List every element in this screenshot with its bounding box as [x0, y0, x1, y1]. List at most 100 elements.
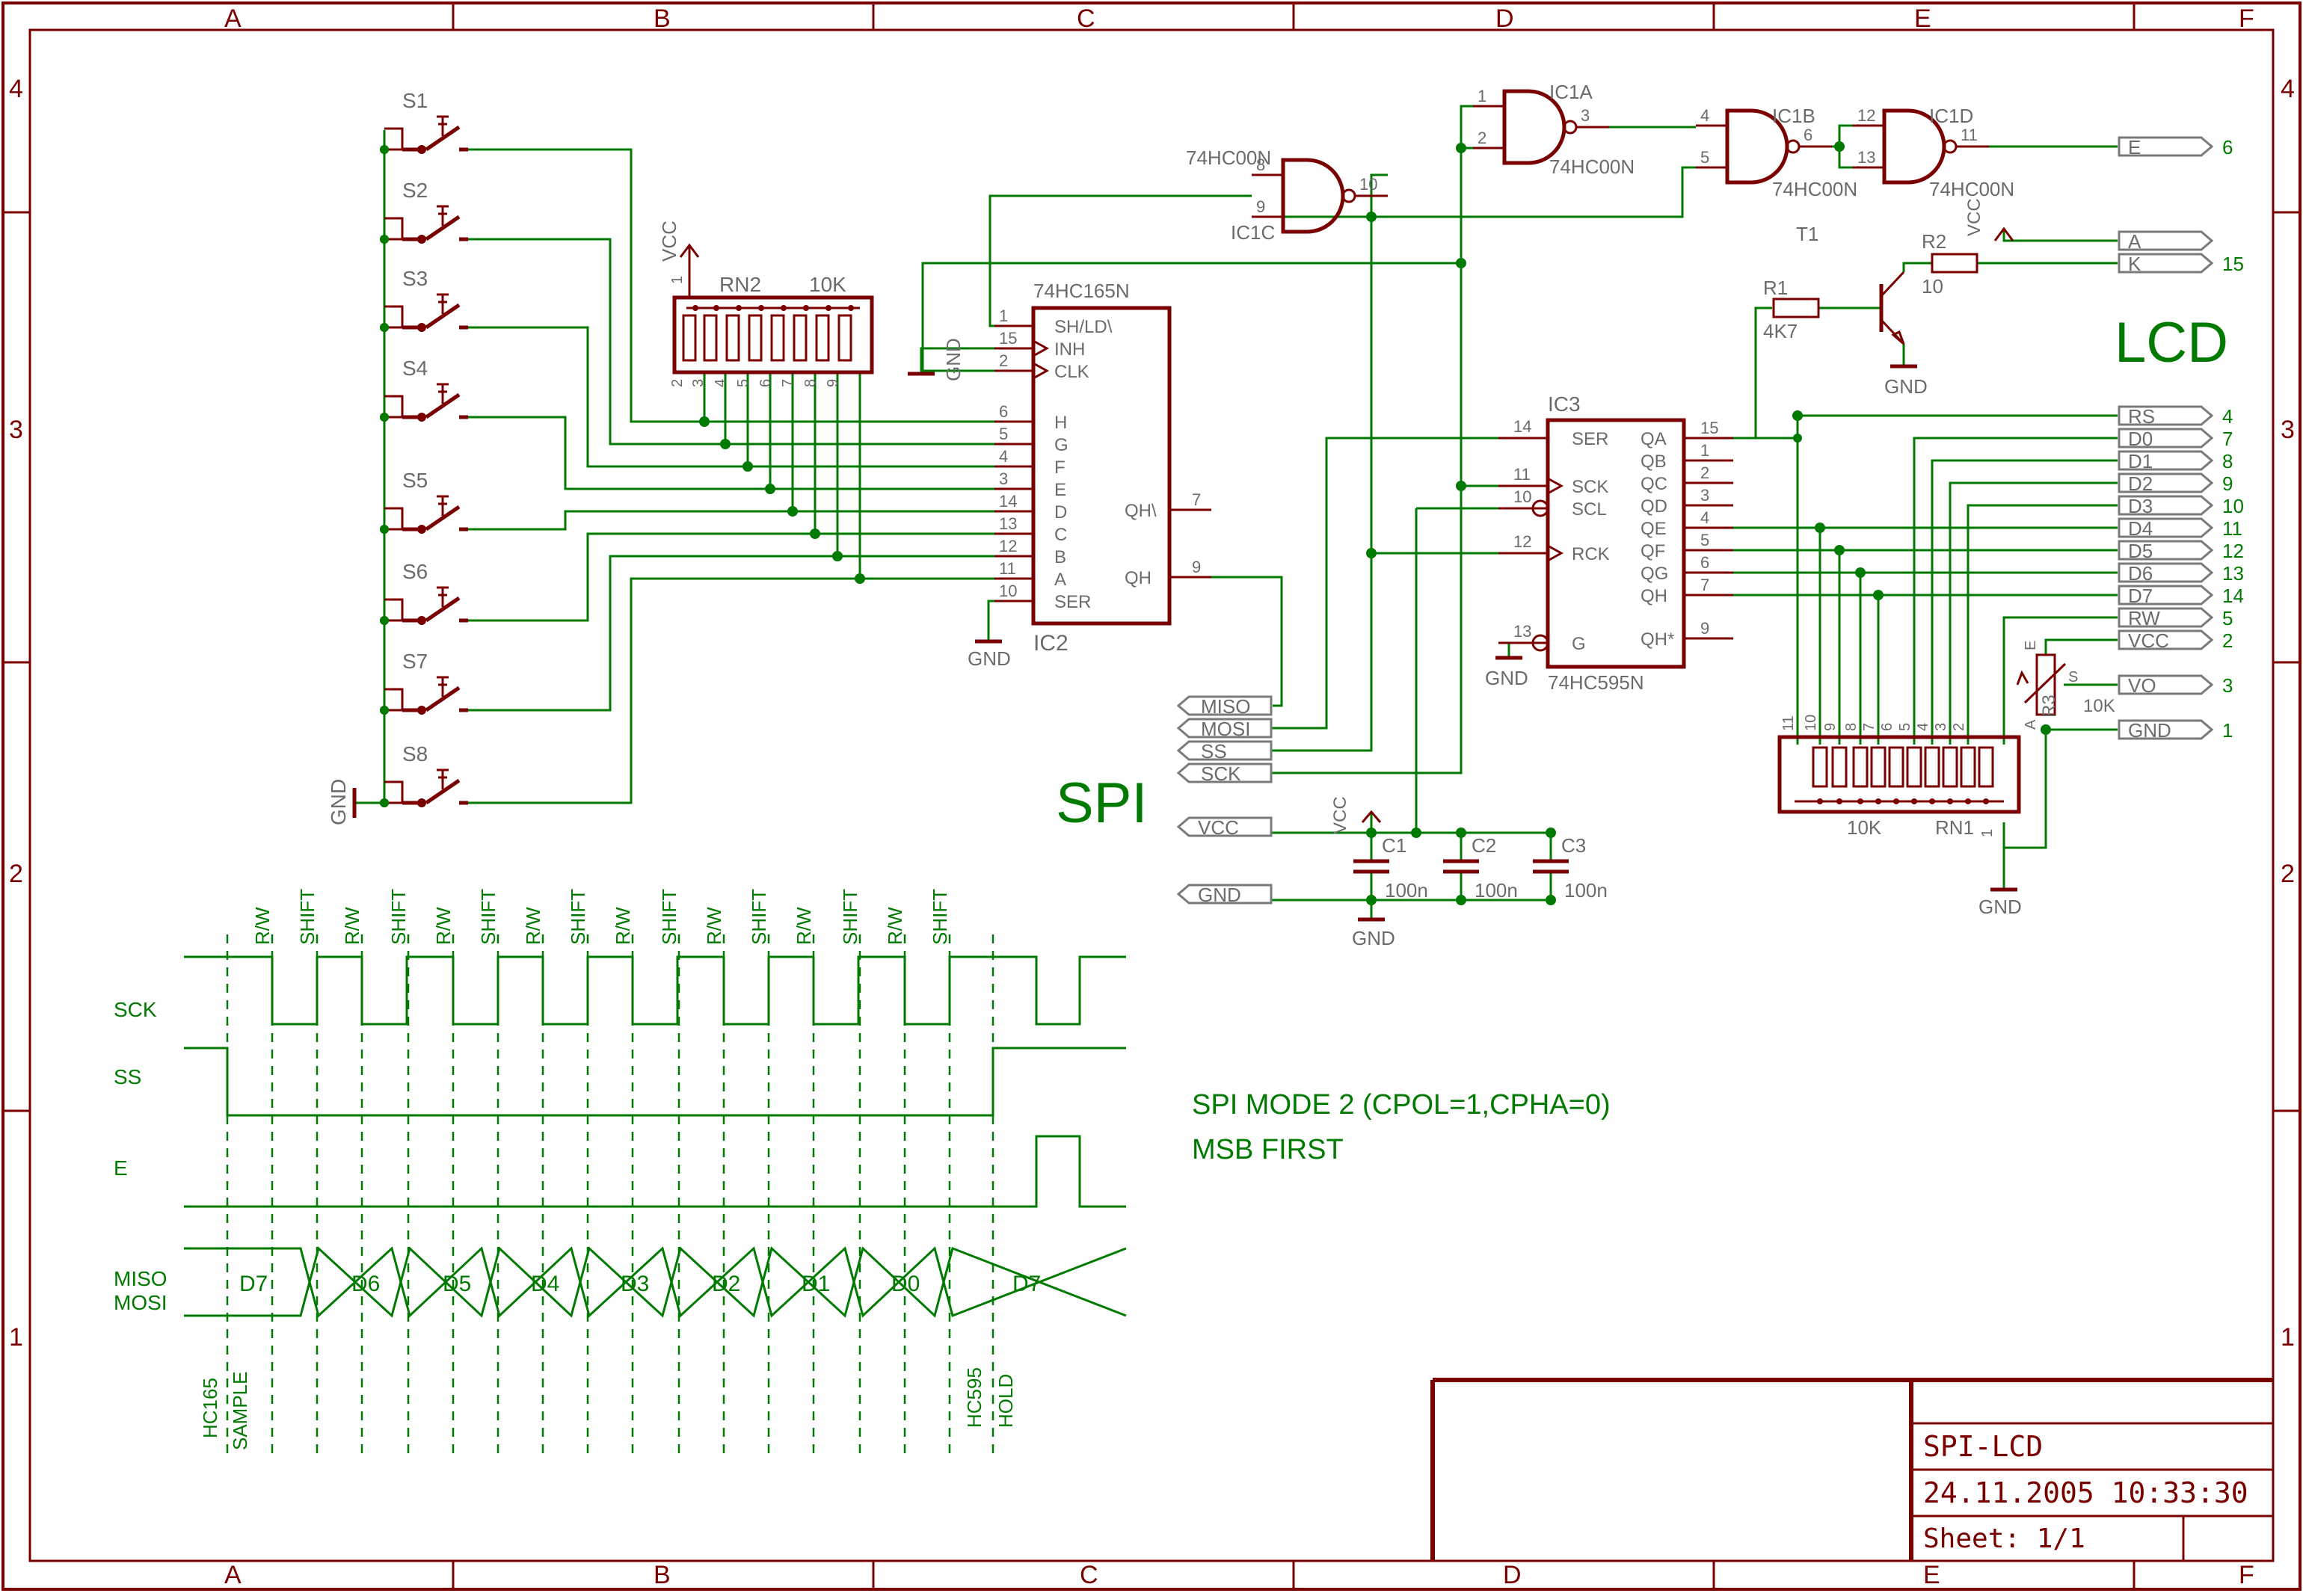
rn1-resistor [1924, 746, 1940, 788]
ic3-body [1546, 418, 1686, 669]
cap-name: C3 [1561, 834, 1586, 857]
rn1-resistor [1870, 746, 1887, 788]
column-label-bottom: E [1923, 1561, 1940, 1589]
switch-to-ic2 [496, 577, 994, 804]
ic2-pin-number: 6 [999, 402, 1008, 421]
rn2-node [758, 305, 764, 311]
ic3-pin-number: 12 [1513, 532, 1531, 551]
rn1-pin-number: 1 [1979, 829, 1996, 837]
cap-value: 100n [1475, 879, 1518, 902]
ic2-pin-number: 1 [999, 306, 1008, 325]
column-label-bottom: D [1503, 1561, 1522, 1589]
timing-phase-label: SHIFT [477, 889, 499, 945]
junction-dot [1815, 523, 1824, 532]
lcd-port-label: D5 [2128, 540, 2153, 562]
lcd-heading: LCD [2115, 311, 2228, 375]
junction-dot [720, 439, 731, 449]
ic2-part: 74HC165N [1033, 280, 1130, 302]
column-label-top: B [654, 4, 671, 33]
junction-dot [1456, 258, 1466, 268]
row-label-right: 1 [2281, 1323, 2295, 1352]
ic3-pin-label: SER [1572, 429, 1608, 449]
rn1-value: 10K [1847, 816, 1882, 839]
r3-wiper [2023, 662, 2067, 704]
gnd-label: GND [1884, 375, 1928, 398]
lcd-port [2118, 562, 2214, 583]
lcd-port-label: VO [2128, 674, 2156, 697]
lcd-pin-number: 4 [2222, 405, 2233, 428]
switch-return [384, 217, 404, 241]
rn2-resistor [793, 314, 808, 362]
gate-pin-number: 6 [1804, 126, 1812, 144]
r3-body [2035, 653, 2056, 716]
ic2-74hc165: 74HC165NIC21SH/LD\15INH2CLK6H5G4F3E14D13… [908, 280, 1211, 670]
column-label-bottom: B [654, 1561, 671, 1589]
ic3-pin-label: QG [1641, 564, 1668, 584]
lcd-port [2118, 136, 2214, 157]
junction-dot [1793, 434, 1802, 443]
switch-return [384, 780, 404, 804]
cap-value: 100n [1564, 879, 1608, 902]
rn1-resistor [1888, 746, 1904, 788]
timing-bit-label: D3 [621, 1272, 649, 1296]
junction-dot [1856, 568, 1865, 577]
r1-body [1772, 298, 1820, 318]
ic3-pin-label: QB [1641, 452, 1667, 472]
timing-phase-label: SHIFT [839, 889, 861, 945]
junction-dot [380, 235, 389, 244]
power-port-label: VCC [1198, 816, 1239, 839]
timing-label-sck: SCK [114, 998, 157, 1021]
ic2-pin-number: 2 [999, 351, 1008, 370]
column-label-bottom: C [1080, 1561, 1098, 1589]
junction-dot [1366, 548, 1377, 558]
rn1-node [1965, 798, 1971, 804]
timing-phase-label: SHIFT [387, 889, 410, 945]
rn1-pin-number: 5 [1897, 723, 1913, 731]
r3-arrow [2016, 670, 2029, 685]
ic2-pin-label: C [1054, 525, 1067, 545]
ic2-pin-number: 4 [999, 447, 1008, 466]
junction-dot [810, 529, 820, 539]
junction-dots [380, 141, 2051, 905]
timing-phase-label: SHIFT [567, 889, 589, 945]
clock-marker [1547, 544, 1564, 562]
ic3-pin-label: QA [1641, 429, 1667, 449]
ic3-pin-number: 13 [1513, 622, 1531, 641]
gate-name: IC1A [1549, 81, 1593, 103]
ic2-pin-number: 11 [999, 559, 1016, 578]
lcd-port [2118, 719, 2214, 740]
column-label-top: A [224, 4, 242, 33]
lcd-port-label: A [2128, 230, 2141, 253]
title-block: SPI-LCD 24.11.2005 10:33:30 Sheet: 1/1 [1430, 1378, 2273, 1561]
rn2-node [825, 305, 831, 311]
ic3-pin-number: 5 [1700, 531, 1709, 549]
ic3-pin-label: RCK [1572, 544, 1610, 564]
rn1-pin-number: 10 [1803, 715, 1819, 731]
lcd-port-label: K [2128, 253, 2141, 275]
gnd-label: GND [327, 779, 350, 825]
rn1-node [1875, 798, 1881, 804]
junction-dot [1456, 828, 1466, 838]
active-low-bubble [1531, 634, 1549, 652]
switch-to-ic2 [496, 148, 994, 423]
wires [354, 105, 2118, 919]
ic3-pin-number: 2 [1700, 463, 1709, 482]
lcd-pin-number: 1 [2222, 719, 2233, 742]
junction-dot [1546, 828, 1556, 838]
switch-label: S4 [402, 357, 428, 380]
junction-dot [1835, 546, 1844, 555]
ic1a-inputs [1460, 105, 1473, 150]
ic1c-to-shld [988, 194, 1252, 327]
ic2-pin-number: 15 [999, 329, 1017, 348]
lcd-pin-number: 6 [2222, 136, 2233, 158]
switch-node [417, 525, 426, 534]
ic3-pin-number: 11 [1513, 465, 1531, 484]
lcd-pin-number: 3 [2222, 674, 2233, 697]
junction-dot [1834, 141, 1845, 152]
qh-to-miso [1211, 576, 1283, 707]
ic2-pin-number: 10 [999, 582, 1017, 600]
